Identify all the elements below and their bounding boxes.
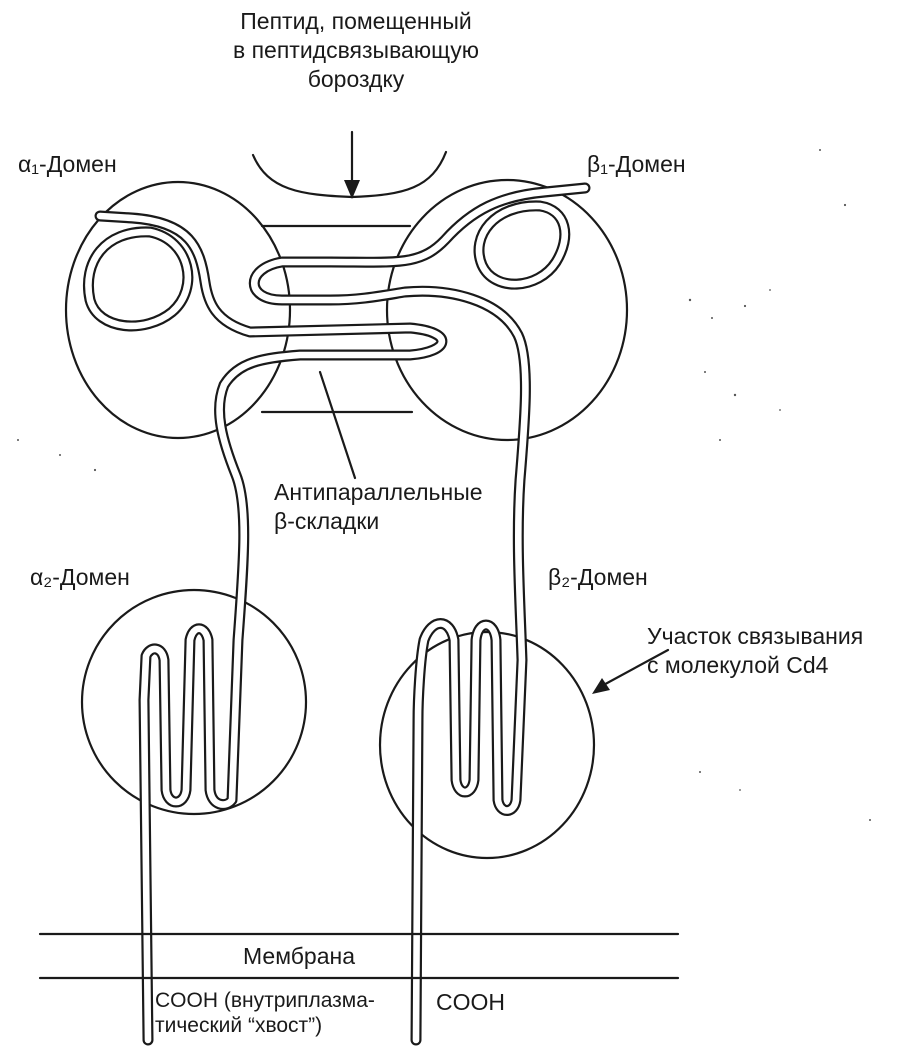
peptide-label-line-2: в пептидсвязывающую [176,36,536,65]
alpha1-domain-label: α₁-Домен [18,150,117,179]
binding-site-label-line-2: с молекулой Cd4 [647,651,863,680]
beta1-domain-label: β₁-Домен [587,150,686,179]
beta-chain-ribbon [254,188,585,1040]
beta2-domain-label: β₂-Домен [548,563,648,592]
peptide-label-line-1: Пептид, помещенный [176,7,536,36]
beta1-domain-circle [387,180,627,440]
alpha2-domain-circle [82,590,306,814]
antiparallel-pointer [320,372,355,478]
antiparallel-label-line-2: β-складки [274,507,483,536]
binding-site-label: Участок связывания с молекулой Cd4 [647,622,863,680]
binding-site-label-line-1: Участок связывания [647,622,863,651]
peptide-label: Пептид, помещенный в пептидсвязывающую б… [176,7,536,94]
cooh-left-label-line-2: тический “хвост”) [155,1013,375,1038]
membrane-label: Мембрана [243,942,355,971]
cooh-left-label-line-1: COOH (внутриплазма- [155,988,375,1013]
antiparallel-label: Антипараллельные β-складки [274,478,483,536]
peptide-label-line-3: бороздку [176,65,536,94]
alpha2-domain-label: α₂-Домен [30,563,130,592]
cooh-left-label: COOH (внутриплазма- тический “хвост”) [155,988,375,1038]
cd4-binding-arrowhead [592,678,610,694]
cooh-right-label: COOH [436,988,505,1017]
alpha-chain-ribbon [88,216,441,1040]
antiparallel-label-line-1: Антипараллельные [274,478,483,507]
